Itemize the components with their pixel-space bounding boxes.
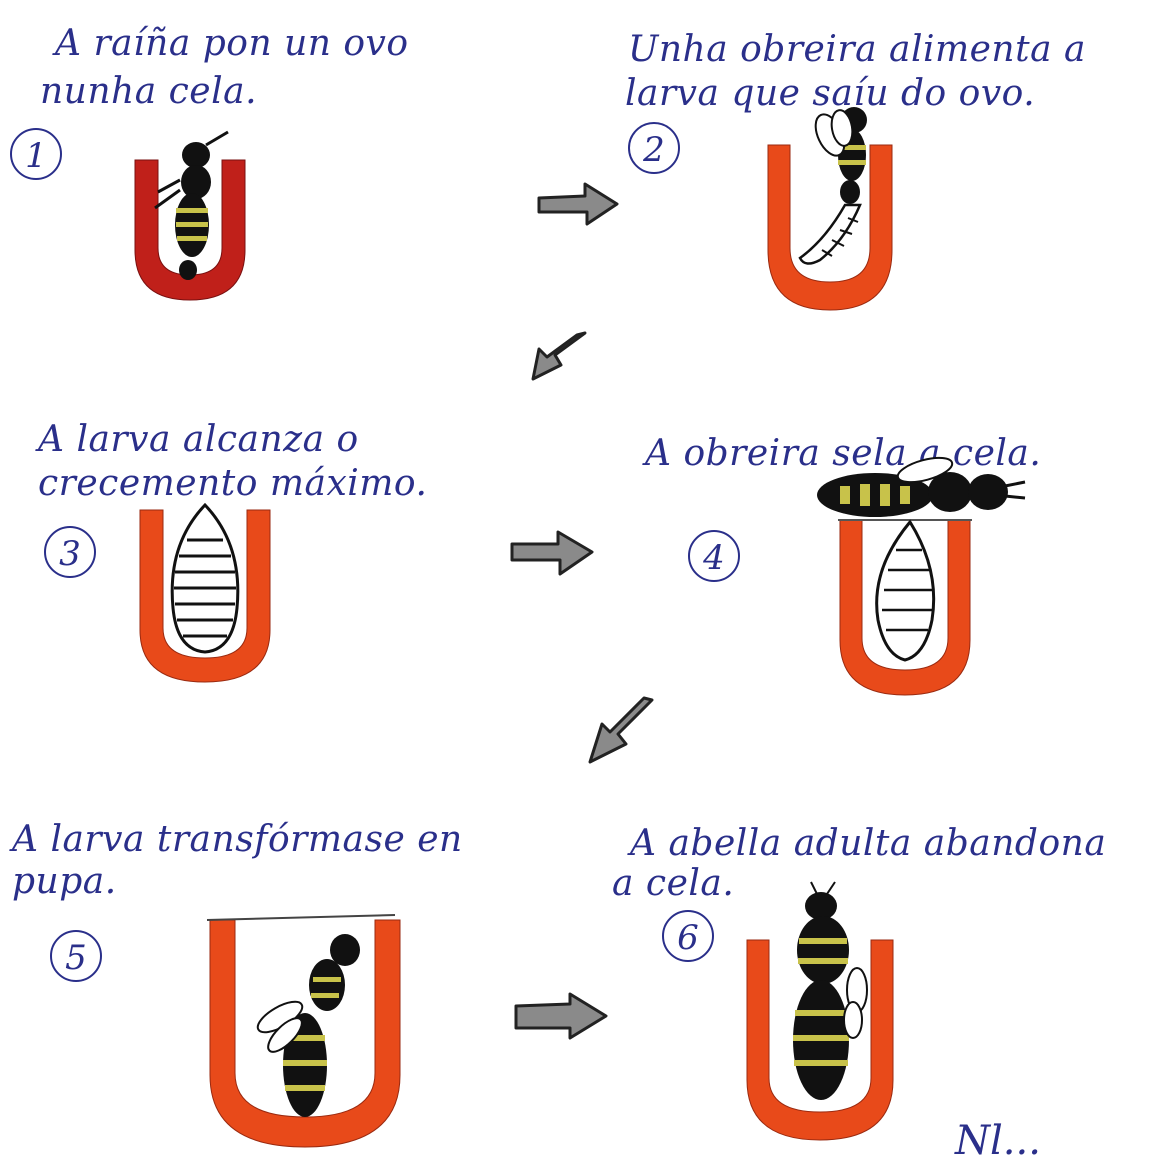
signature: Nl... (955, 1118, 1041, 1164)
step-2-caption-line-1: Unha obreira alimenta a (628, 28, 1086, 72)
step-4-illustration (800, 450, 1040, 700)
step-1-caption-line-1: A raíña pon un ovo (55, 22, 409, 66)
step-5-number: 5 (50, 930, 102, 982)
step-1-number: 1 (10, 128, 62, 180)
step-2-illustration (750, 100, 910, 320)
step-1-illustration (110, 120, 270, 310)
step-6-number: 6 (662, 910, 714, 962)
arrow-down-left-4-to-5 (582, 690, 662, 770)
step-5-illustration (195, 905, 415, 1151)
pupa-bee-icon (253, 934, 360, 1117)
step-5-caption-line-2: pupa. (12, 860, 117, 904)
step-3-illustration (125, 490, 285, 690)
adult-bee-icon (793, 882, 867, 1100)
cell-seal (207, 915, 395, 920)
step-6-caption-line-1: A abella adulta abandona (630, 822, 1106, 866)
arrow-right-3-to-4 (508, 528, 598, 578)
pupa-icon (877, 522, 934, 660)
step-6-caption-line-2: a cela. (612, 862, 734, 906)
larva-icon (800, 205, 860, 264)
step-1-caption-line-2: nunha cela. (40, 70, 257, 114)
step-3-caption-line-1: A larva alcanza o (38, 418, 359, 462)
arrow-down-left-2-to-3 (525, 325, 595, 385)
step-5-caption-line-1: A larva transfórmase en (12, 818, 463, 862)
larva-icon (172, 505, 238, 652)
queen-bee-icon (155, 132, 228, 257)
arrow-right-1-to-2 (535, 178, 625, 228)
step-3-number: 3 (44, 526, 96, 578)
step-4-number: 4 (688, 530, 740, 582)
step-6-illustration (735, 880, 905, 1146)
egg-icon (179, 260, 197, 280)
arrow-right-5-to-6 (512, 990, 612, 1044)
step-2-number: 2 (628, 122, 680, 174)
worker-bee-icon (810, 107, 867, 204)
worker-bee-icon (817, 453, 1025, 517)
